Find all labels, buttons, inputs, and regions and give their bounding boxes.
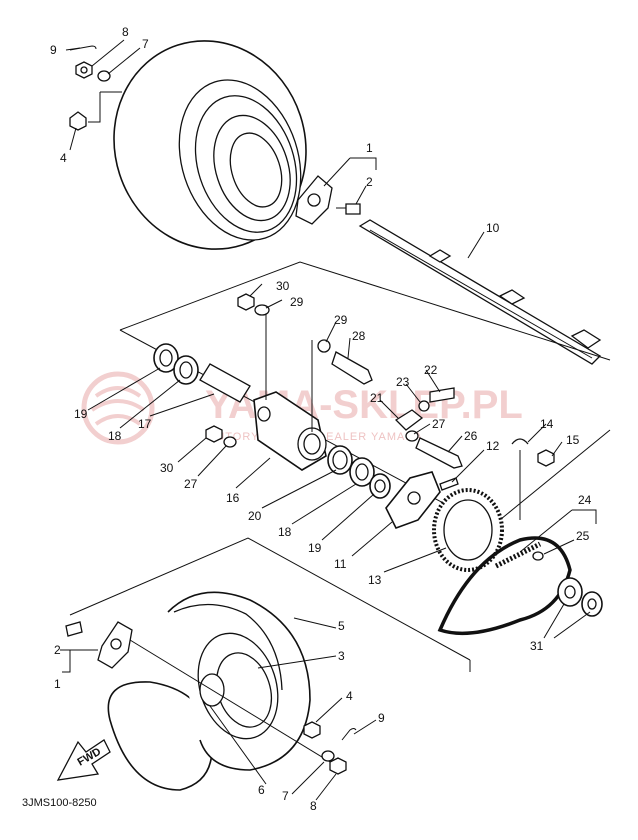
callout-31: 31: [530, 639, 544, 653]
fwd-arrow: FWD: [56, 739, 111, 781]
nut-30-left: [205, 425, 223, 443]
callout-1-bottom: 1: [54, 677, 61, 691]
callout-25: 25: [576, 529, 590, 543]
callout-20: 20: [248, 509, 262, 523]
callout-15: 15: [566, 433, 580, 447]
rear-axle: [358, 219, 602, 365]
callout-29-top: 29: [290, 295, 304, 309]
diagram-code: 3JMS100-8250: [22, 797, 97, 809]
top-nut-4: [69, 111, 87, 131]
callout-30-top: 30: [276, 279, 290, 293]
nut-15: [537, 449, 555, 467]
top-wheel-assembly: [69, 40, 361, 250]
callout-26: 26: [464, 429, 478, 443]
callout-19-left: 19: [74, 407, 88, 421]
callout-1-top: 1: [366, 141, 373, 155]
bolt-22: [429, 387, 455, 403]
washer-27-left: [223, 436, 237, 448]
top-cotter-pin: [69, 45, 97, 51]
callout-28: 28: [352, 329, 366, 343]
callout-10: 10: [486, 221, 500, 235]
top-washer-7: [97, 70, 111, 82]
callout-24: 24: [578, 493, 592, 507]
callout-30-left: 30: [160, 461, 174, 475]
leader-lines: [60, 39, 597, 801]
callout-12: 12: [486, 439, 500, 453]
bearing-set-right: [327, 445, 391, 499]
bearing-set-left: [153, 343, 199, 385]
drive-chain-24: [437, 536, 572, 636]
callout-18-right: 18: [278, 525, 292, 539]
nut-23: [418, 400, 430, 412]
callout-16: 16: [226, 491, 240, 505]
callout-23: 23: [396, 375, 410, 389]
callout-29-right: 29: [334, 313, 348, 327]
clamp-21: [394, 409, 424, 431]
washer-29-right: [317, 339, 331, 353]
callout-7-bottom: 7: [282, 789, 289, 803]
callout-17: 17: [138, 417, 152, 431]
bottom-wheel-assembly: [65, 591, 357, 791]
bolt-26: [415, 437, 463, 469]
top-hub-bolt: [345, 203, 361, 215]
callout-13: 13: [368, 573, 382, 587]
bottom-hub-bolt: [65, 621, 83, 637]
callout-6: 6: [258, 783, 265, 797]
callout-19-right: 19: [308, 541, 322, 555]
spacer-17: [199, 363, 251, 403]
callout-7-top: 7: [142, 37, 149, 51]
callout-27-right: 27: [432, 417, 446, 431]
bottom-nut-8: [329, 757, 347, 775]
callout-4-bottom: 4: [346, 689, 353, 703]
bolt-28: [331, 351, 373, 385]
callouts: 9 8 7 4 1 2 10 30 29 29 28 22 23 21 27 2…: [50, 25, 592, 813]
callout-2-top: 2: [366, 175, 373, 189]
clip-14: [511, 438, 529, 445]
bottom-cotter-pin: [341, 728, 357, 741]
callout-22: 22: [424, 363, 438, 377]
callout-18-left: 18: [108, 429, 122, 443]
callout-8-top: 8: [122, 25, 129, 39]
callout-21: 21: [370, 391, 384, 405]
callout-4-top: 4: [60, 151, 67, 165]
axle-housing-16: [253, 391, 327, 471]
callout-5: 5: [338, 619, 345, 633]
callout-11: 11: [334, 557, 347, 571]
watermark-text: YAMA-SKLEP.PL: [205, 383, 523, 427]
bottom-nut-4: [303, 721, 321, 739]
callout-2-bottom: 2: [54, 643, 61, 657]
sprocket-13: [432, 488, 504, 572]
nut-30-top: [237, 293, 255, 311]
callout-27-left: 27: [184, 477, 198, 491]
chain-joint-25: [532, 551, 544, 561]
bottom-group-frame: [69, 537, 471, 672]
watermark-logo-icon: [81, 371, 155, 445]
bolt-12: [439, 477, 459, 491]
bearings-31: [557, 577, 603, 617]
callout-9-top: 9: [50, 43, 57, 57]
callout-9-bottom: 9: [378, 711, 385, 725]
callout-14: 14: [540, 417, 554, 431]
bottom-washer-7: [321, 750, 335, 762]
callout-8-bottom: 8: [310, 799, 317, 813]
washer-29-top: [254, 304, 270, 316]
callout-3: 3: [338, 649, 345, 663]
